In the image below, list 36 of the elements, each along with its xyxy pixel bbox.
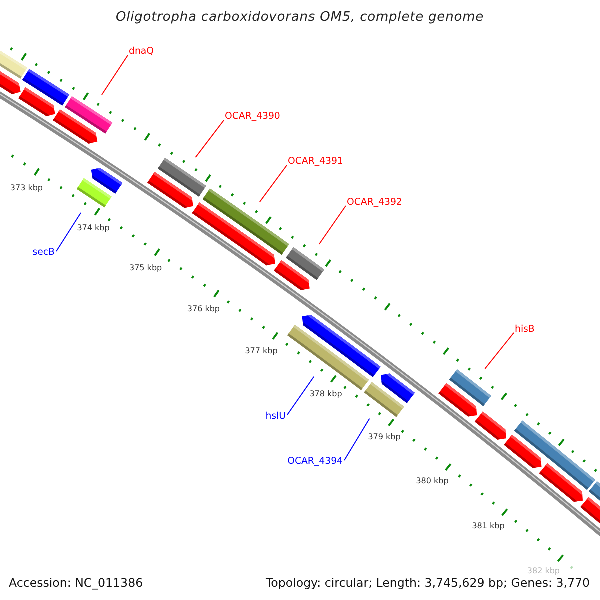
tick-label: 373 kbp <box>10 183 43 192</box>
accession-text: Accession: NC_011386 <box>9 576 144 590</box>
gene-label: OCAR_4391 <box>288 156 344 167</box>
leader-line <box>101 55 128 96</box>
gene-label: dnaQ <box>129 46 154 57</box>
tick-label: 380 kbp <box>416 476 449 486</box>
gene-label: secB <box>32 247 55 258</box>
tick-label: 375 kbp <box>130 263 162 272</box>
leader-line <box>56 212 82 252</box>
gene-block <box>65 96 113 134</box>
gene-label: OCAR_4390 <box>225 111 280 122</box>
genome-info-text: Topology: circular; Length: 3,745,629 bp; Genes: 3,770 <box>266 576 590 590</box>
leader-line <box>344 418 370 461</box>
tick-label: 377 kbp <box>245 346 278 356</box>
tick-label: 374 kbp <box>77 223 110 232</box>
gene-block <box>449 369 492 406</box>
tick-label: 376 kbp <box>187 304 220 314</box>
gene-block <box>364 382 404 418</box>
tick-label: 382 kbp <box>527 566 560 576</box>
gene-block <box>76 178 112 208</box>
leader-line <box>259 165 288 203</box>
gene-block <box>202 188 290 255</box>
diagram-title: Oligotropha carboxidovorans OM5, complete genome <box>116 9 484 27</box>
gene-block <box>287 325 370 390</box>
gene-label: OCAR_4394 <box>288 456 343 467</box>
gene-block <box>286 247 325 280</box>
tick-label: 379 kbp <box>368 432 401 442</box>
tick-label: 381 kbp <box>472 522 505 530</box>
gene-label: hisB <box>515 324 535 334</box>
tick-label: 378 kbp <box>310 390 342 398</box>
leader-line <box>195 120 224 158</box>
gene-label: OCAR_4392 <box>347 196 402 208</box>
leader-line <box>318 206 346 245</box>
gene-label: hslU <box>266 410 286 422</box>
gene-block <box>158 158 206 197</box>
leader-line <box>287 376 315 416</box>
